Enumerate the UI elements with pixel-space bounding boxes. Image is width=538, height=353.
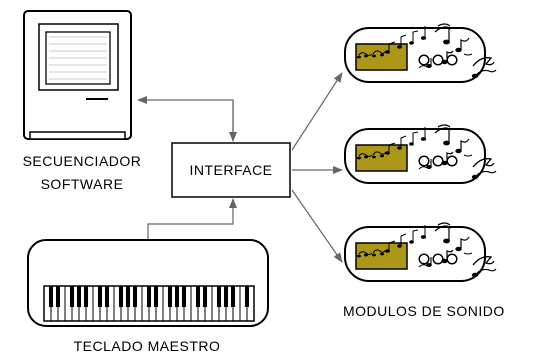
black-key bbox=[244, 286, 250, 307]
computer-icon bbox=[23, 10, 132, 140]
black-key bbox=[223, 286, 229, 307]
sound-module-3 bbox=[345, 223, 496, 281]
sequencer-label-line2: SOFTWARE bbox=[41, 176, 124, 192]
black-key bbox=[69, 286, 75, 307]
black-key bbox=[48, 286, 54, 307]
arrow-keyboard-to-interface bbox=[147, 198, 237, 240]
keyboard-label: TECLADO MAESTRO bbox=[74, 338, 221, 353]
arrow-to-module-1 bbox=[291, 72, 343, 151]
black-key bbox=[153, 286, 159, 307]
black-key bbox=[195, 286, 201, 307]
keyboard-black-keys bbox=[48, 286, 250, 307]
black-key bbox=[83, 286, 89, 307]
black-key bbox=[202, 286, 208, 307]
sequencer-label-line1: SECUENCIADOR bbox=[23, 153, 142, 169]
black-key bbox=[104, 286, 110, 307]
arrow-to-module-3 bbox=[291, 189, 343, 263]
keyboard-icon bbox=[27, 239, 269, 327]
sound-module-2 bbox=[345, 125, 496, 183]
black-key bbox=[118, 286, 124, 307]
black-key bbox=[181, 286, 187, 307]
interface-box: INTERFACE bbox=[171, 142, 291, 198]
black-key bbox=[97, 286, 103, 307]
black-key bbox=[167, 286, 173, 307]
black-key bbox=[125, 286, 131, 307]
arrow-interface-to-computer bbox=[137, 96, 234, 141]
black-key bbox=[174, 286, 180, 307]
black-key bbox=[146, 286, 152, 307]
modules-label: MODULOS DE SONIDO bbox=[343, 303, 505, 319]
connections bbox=[137, 72, 343, 263]
interface-label: INTERFACE bbox=[189, 162, 272, 178]
black-key bbox=[76, 286, 82, 307]
black-key bbox=[216, 286, 222, 307]
sound-module-1 bbox=[345, 24, 496, 82]
black-key bbox=[132, 286, 138, 307]
black-key bbox=[55, 286, 61, 307]
black-key bbox=[230, 286, 236, 307]
